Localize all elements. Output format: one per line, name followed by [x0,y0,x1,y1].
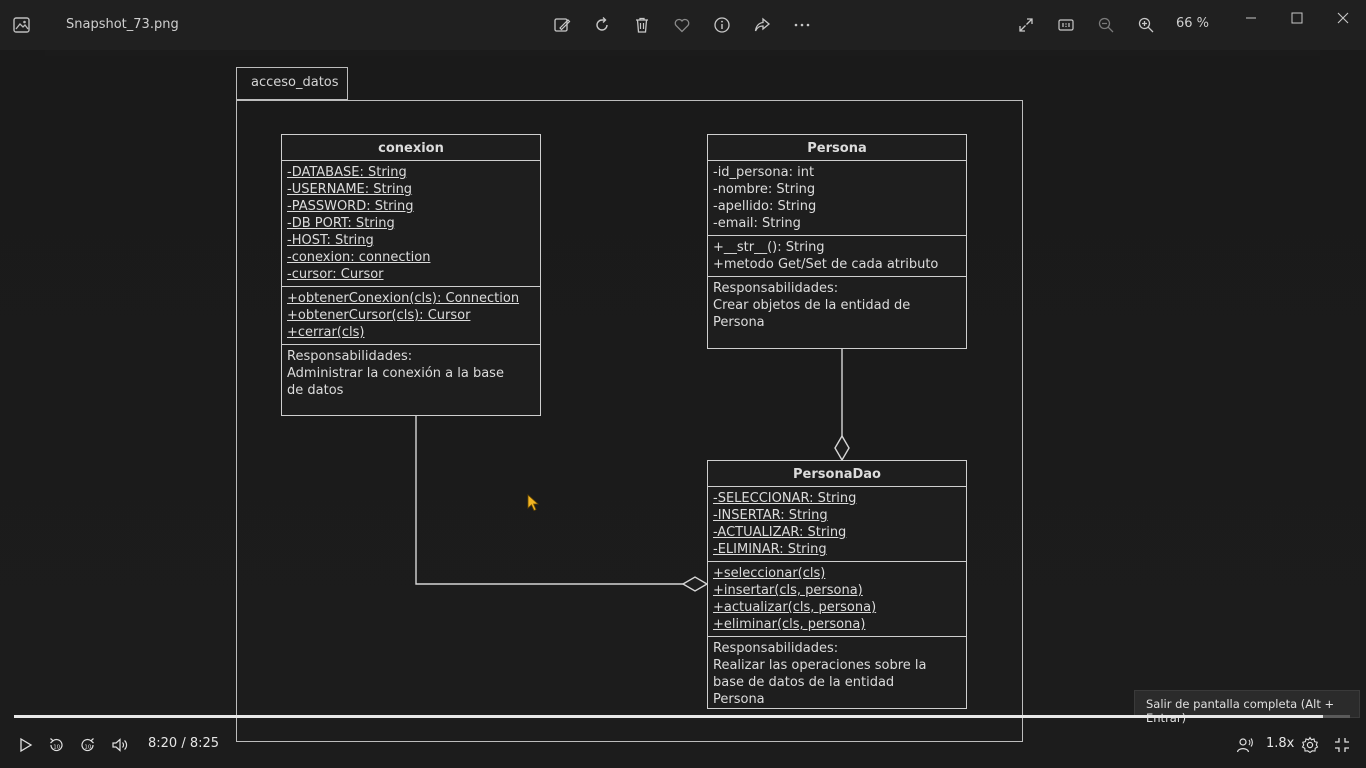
playback-time: 8:20 / 8:25 [148,736,220,751]
attribute: -DB PORT: String [287,216,395,231]
method: +obtenerCursor(cls): Cursor [287,308,471,323]
responsibility-line: Persona [713,692,765,707]
info-icon[interactable] [710,13,734,37]
methods-section: +seleccionar(cls) +insertar(cls, persona… [708,562,966,637]
attribute: -apellido: String [713,199,817,214]
responsibilities-section: Responsabilidades: Administrar la conexi… [282,345,540,402]
image-viewport [0,50,1366,768]
attribute: -ELIMINAR: String [713,542,827,557]
class-conexion: conexion -DATABASE: String -USERNAME: St… [281,134,541,416]
maximize-icon[interactable] [1282,8,1312,28]
method: +seleccionar(cls) [713,566,826,581]
attribute: -DATABASE: String [287,165,407,180]
responsibility-line: base de datos de la entidad [713,675,895,690]
mouse-cursor-icon [527,494,540,512]
rewind-10-icon[interactable]: 10 [45,734,67,756]
attribute: -INSERTAR: String [713,508,828,523]
zoom-in-icon[interactable] [1134,13,1158,37]
attribute: -ACTUALIZAR: String [713,525,847,540]
method: +actualizar(cls, persona) [713,600,877,615]
attribute: -USERNAME: String [287,182,413,197]
forward-10-icon[interactable]: 10 [77,734,99,756]
package-name: acceso_datos [251,75,339,90]
seek-bar-fill [14,715,1324,718]
package-tab: acceso_datos [236,67,348,100]
methods-section: +obtenerConexion(cls): Connection +obten… [282,287,540,345]
actual-size-icon[interactable] [1054,13,1078,37]
attribute: -cursor: Cursor [287,267,384,282]
responsibility-line: Realizar las operaciones sobre la [713,658,927,673]
class-name: PersonaDao [708,461,966,487]
expand-icon[interactable] [1014,13,1038,37]
top-toolbar: Snapshot_73.png 66 % [0,0,1366,50]
file-name: Snapshot_73.png [66,17,179,32]
package-body [236,100,1023,742]
attribute: -conexion: connection [287,250,431,265]
method: +metodo Get/Set de cada atributo [713,257,939,272]
photos-app-icon [12,15,32,35]
attributes-section: -id_persona: int -nombre: String -apelli… [708,161,966,236]
exit-fullscreen-icon[interactable] [1331,734,1353,756]
rotate-icon[interactable] [590,13,614,37]
attribute: -SELECCIONAR: String [713,491,857,506]
zoom-out-icon[interactable] [1094,13,1118,37]
svg-text:10: 10 [84,745,91,751]
playback-speed[interactable]: 1.8x [1266,736,1295,751]
volume-icon[interactable] [109,734,131,756]
close-icon[interactable] [1328,8,1358,28]
class-name: conexion [282,135,540,161]
attribute: -email: String [713,216,801,231]
delete-icon[interactable] [630,13,654,37]
method: +__str__(): String [713,240,825,255]
responsibility-line: Administrar la conexión a la base [287,366,504,381]
responsibility-line: Persona [713,315,765,330]
attribute: -PASSWORD: String [287,199,414,214]
responsibility-line: Responsabilidades: [713,281,839,296]
tooltip: Salir de pantalla completa (Alt + Entrar… [1134,690,1360,725]
responsibility-line: de datos [287,383,344,398]
responsibility-line: Responsabilidades: [713,641,839,656]
responsibilities-section: Responsabilidades: Realizar las operacio… [708,637,966,711]
method: +cerrar(cls) [287,325,365,340]
settings-icon[interactable] [1299,734,1321,756]
responsibility-line: Crear objetos de la entidad de [713,298,911,313]
zoom-level[interactable]: 66 % [1176,16,1210,31]
method: +insertar(cls, persona) [713,583,863,598]
play-icon[interactable] [14,734,36,756]
favorite-icon[interactable] [670,13,694,37]
edit-image-icon[interactable] [550,13,574,37]
svg-text:10: 10 [53,745,60,751]
image-top-edge [45,50,1320,56]
class-name: Persona [708,135,966,161]
attribute: -nombre: String [713,182,816,197]
responsibility-line: Responsabilidades: [287,349,413,364]
attribute: -id_persona: int [713,165,815,180]
class-persona-dao: PersonaDao -SELECCIONAR: String -INSERTA… [707,460,967,709]
method: +eliminar(cls, persona) [713,617,866,632]
minimize-icon[interactable] [1236,8,1266,28]
methods-section: +__str__(): String +metodo Get/Set de ca… [708,236,966,277]
attributes-section: -DATABASE: String -USERNAME: String -PAS… [282,161,540,287]
audio-track-icon[interactable] [1234,734,1256,756]
class-persona: Persona -id_persona: int -nombre: String… [707,134,967,349]
attributes-section: -SELECCIONAR: String -INSERTAR: String -… [708,487,966,562]
method: +obtenerConexion(cls): Connection [287,291,520,306]
attribute: -HOST: String [287,233,374,248]
responsibilities-section: Responsabilidades: Crear objetos de la e… [708,277,966,334]
seek-bar[interactable] [14,715,1350,718]
more-icon[interactable] [790,13,814,37]
share-icon[interactable] [750,13,774,37]
